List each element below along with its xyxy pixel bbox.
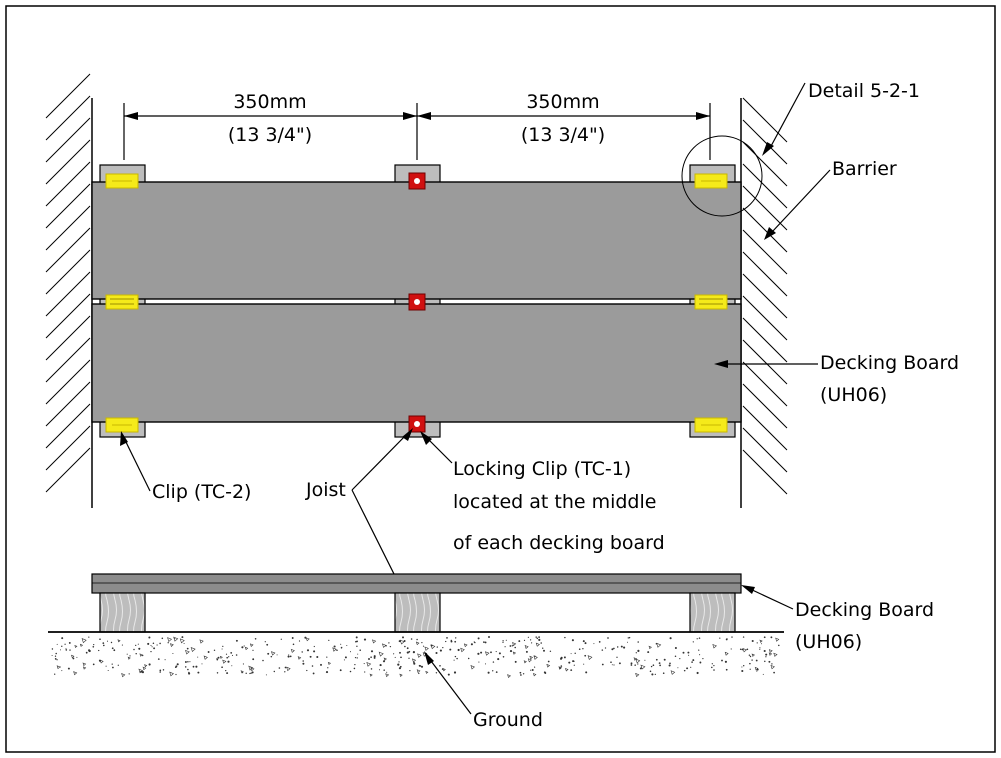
clip-tc2-top-right (694, 173, 728, 189)
locking-clip-middle (408, 293, 426, 311)
detail-circle (681, 135, 763, 217)
dimension-arrow-icon (417, 112, 431, 120)
leader-decking-bottom (747, 587, 794, 610)
label-decking-board-top-code: (UH06) (820, 384, 887, 406)
label-decking-board-bottom: Decking Board (795, 599, 934, 621)
dimension-arrow-icon (696, 112, 710, 120)
dimension-left-mm: 350mm (233, 91, 306, 113)
clip-tc2-top-left (105, 173, 139, 189)
leader-joist-plan (351, 431, 410, 491)
joist-section-left (99, 592, 146, 633)
label-joist: Joist (305, 479, 346, 501)
right-wall-hatching (742, 97, 788, 495)
leader-arrow-icon (120, 431, 128, 446)
leader-ground (427, 656, 472, 715)
leader-arrow-icon (420, 431, 432, 445)
clip-tc2-bottom-right (694, 417, 728, 433)
dimension-arrow-icon (124, 112, 138, 120)
dimension-left-in: (13 3/4") (228, 124, 312, 146)
label-detail: Detail 5-2-1 (808, 80, 920, 102)
left-wall-hatching (45, 73, 91, 493)
leader-arrow-icon (424, 651, 434, 665)
leader-arrow-icon (762, 142, 774, 156)
decking-board-1 (91, 181, 742, 300)
leader-arrow-icon (741, 585, 755, 594)
label-clip: Clip (TC-2) (152, 481, 251, 503)
leader-detail (769, 82, 806, 149)
leader-arrow-icon (764, 227, 776, 240)
label-locking-clip-line2: located at the middle (453, 491, 656, 513)
clip-tc2-bottom-left (105, 417, 139, 433)
label-decking-board-bottom-code: (UH06) (795, 631, 862, 653)
clip-tc2-mid-right (694, 294, 728, 310)
ground-texture (51, 636, 780, 679)
decking-board-2 (91, 303, 742, 423)
drawing-frame (5, 5, 996, 753)
joist-section-middle (394, 592, 441, 633)
label-locking-clip: Locking Clip (TC-1) (453, 458, 631, 480)
locking-clip-top (408, 172, 426, 190)
leader-clip (123, 437, 151, 492)
leader-barrier (771, 169, 831, 233)
label-barrier: Barrier (832, 158, 897, 180)
label-locking-clip-line3: of each decking board (453, 532, 665, 554)
dimension-right-mm: 350mm (526, 91, 599, 113)
leader-arrow-icon (714, 360, 728, 368)
clip-tc2-mid-left (105, 294, 139, 310)
dimension-arrow-icon (403, 112, 417, 120)
joist-section-right (689, 592, 736, 633)
leader-arrow-icon (402, 428, 413, 441)
label-ground: Ground (473, 709, 543, 731)
label-decking-board-top: Decking Board (820, 352, 959, 374)
dimension-right-in: (13 3/4") (521, 124, 605, 146)
decking-board-section (91, 573, 742, 594)
